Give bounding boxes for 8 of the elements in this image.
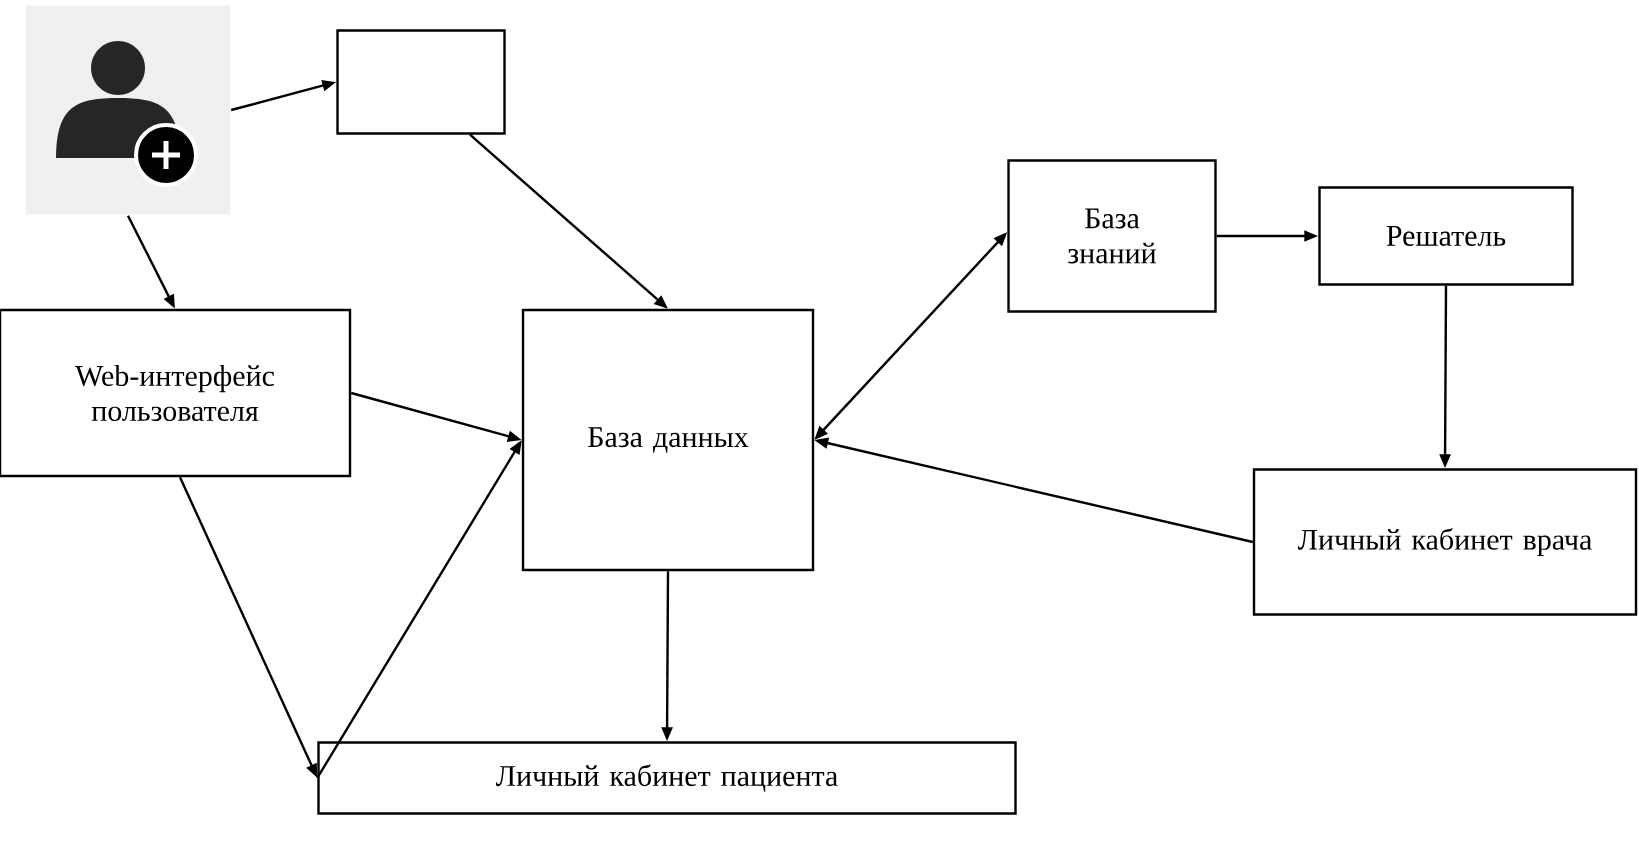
user-add-icon bbox=[26, 5, 230, 215]
empty-box bbox=[336, 29, 506, 135]
process-box: Решатель bbox=[1318, 186, 1574, 286]
process-box: Личный кабинет пациента bbox=[317, 741, 1017, 815]
process-box: База данных bbox=[521, 308, 815, 572]
process-box: Личный кабинет врача bbox=[1252, 468, 1638, 616]
process-box: Web-интерфейс пользователя bbox=[0, 308, 352, 478]
process-box: База знаний bbox=[1007, 159, 1217, 313]
